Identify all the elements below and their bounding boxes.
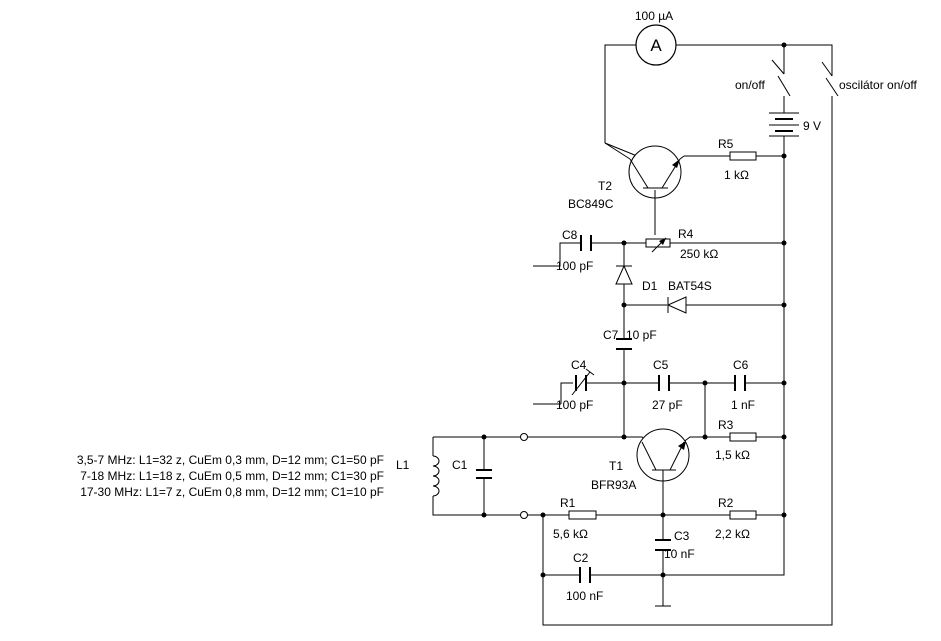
transistor-t1 [636, 428, 690, 485]
t1-type-label: BFR93A [591, 478, 636, 492]
diode-vertical [615, 259, 633, 285]
c2-value: 100 nF [566, 589, 603, 603]
battery-9v [769, 112, 799, 137]
c2-label: C2 [573, 551, 589, 565]
t2-label: T2 [598, 179, 612, 193]
coil-winding-notes: 3,5-7 MHz: L1=32 z, CuEm 0,3 mm, D=12 mm… [4, 452, 384, 500]
capacitor-c7 [616, 338, 632, 350]
ammeter-range-label: 100 µA [635, 9, 673, 23]
c3-value: 10 nF [664, 547, 695, 561]
power-switch-label: on/off [735, 78, 765, 92]
resistor-r1 [568, 510, 597, 520]
note-band-1: 3,5-7 MHz: L1=32 z, CuEm 0,3 mm, D=12 mm… [76, 453, 384, 467]
c1-label: C1 [452, 458, 468, 472]
note-band-2: 7-18 MHz: L1=18 z, CuEm 0,5 mm, D=12 mm;… [80, 469, 384, 483]
c6-label: C6 [733, 358, 749, 372]
r4-label: R4 [678, 227, 694, 241]
ammeter-symbol: A [650, 36, 662, 55]
trimmer-capacitor-c4 [571, 368, 595, 396]
capacitor-c6 [734, 375, 746, 391]
d1-label: D1 [642, 279, 658, 293]
l1-label: L1 [396, 458, 410, 472]
r2-label: R2 [718, 496, 734, 510]
c4-label: C4 [571, 358, 587, 372]
c8-value: 100 pF [556, 259, 593, 273]
power-switch [771, 59, 791, 97]
ammeter: A [635, 24, 677, 66]
c7-value: 10 pF [626, 328, 657, 342]
r5-value: 1 kΩ [724, 168, 749, 182]
inductor-l1 [432, 455, 440, 497]
capacitor-c1 [476, 469, 492, 479]
r4-value: 250 kΩ [680, 247, 718, 261]
note-band-3: 17-30 MHz: L1=7 z, CuEm 0,8 mm, D=12 mm;… [80, 485, 384, 499]
r5-label: R5 [718, 137, 734, 151]
r1-value: 5,6 kΩ [553, 527, 588, 541]
r3-label: R3 [718, 418, 734, 432]
capacitor-c8 [580, 235, 592, 251]
capacitor-c5 [658, 375, 670, 391]
transistor-t2 [604, 142, 685, 199]
r3-value: 1,5 kΩ [715, 448, 750, 462]
c8-label: C8 [562, 228, 578, 242]
capacitor-c2 [579, 567, 591, 583]
junctions [481, 42, 787, 578]
c6-value: 1 nF [731, 398, 755, 412]
r2-value: 2,2 kΩ [715, 527, 750, 541]
t1-label: T1 [609, 459, 623, 473]
oscillator-switch-label: oscilátor on/off [839, 78, 917, 92]
oscillator-switch [821, 61, 839, 97]
r1-label: R1 [560, 496, 576, 510]
resistor-r5 [729, 151, 757, 161]
d1-type-label: BAT54S [668, 279, 712, 293]
resistor-r3 [729, 432, 757, 442]
c5-label: C5 [653, 358, 669, 372]
c4-value: 100 pF [556, 398, 593, 412]
resistor-r2 [729, 510, 757, 520]
c3-label: C3 [674, 529, 690, 543]
diode-d1 [666, 296, 687, 314]
potentiometer-r4 [645, 190, 671, 253]
wiring [432, 44, 833, 626]
capacitor-c3 [655, 539, 671, 551]
battery-label: 9 V [803, 119, 821, 133]
c5-value: 27 pF [652, 398, 683, 412]
t2-type-label: BC849C [568, 197, 614, 211]
c7-label: C7 [603, 328, 619, 342]
